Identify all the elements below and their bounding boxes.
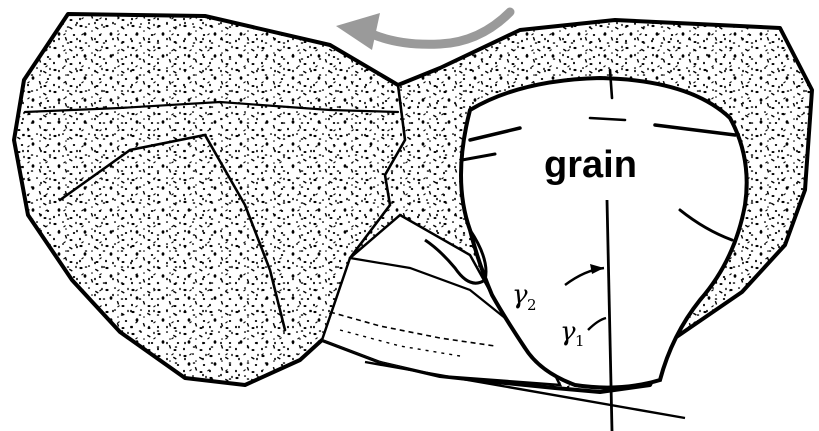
gamma-2-subscript: 2 — [527, 296, 537, 314]
gamma-2-symbol: γ — [512, 280, 528, 310]
gamma-1-subscript: 1 — [575, 332, 585, 350]
gamma-1-symbol: γ — [560, 317, 576, 347]
grain-label: grain — [544, 144, 637, 186]
curved-arrow-left-icon — [336, 12, 510, 50]
